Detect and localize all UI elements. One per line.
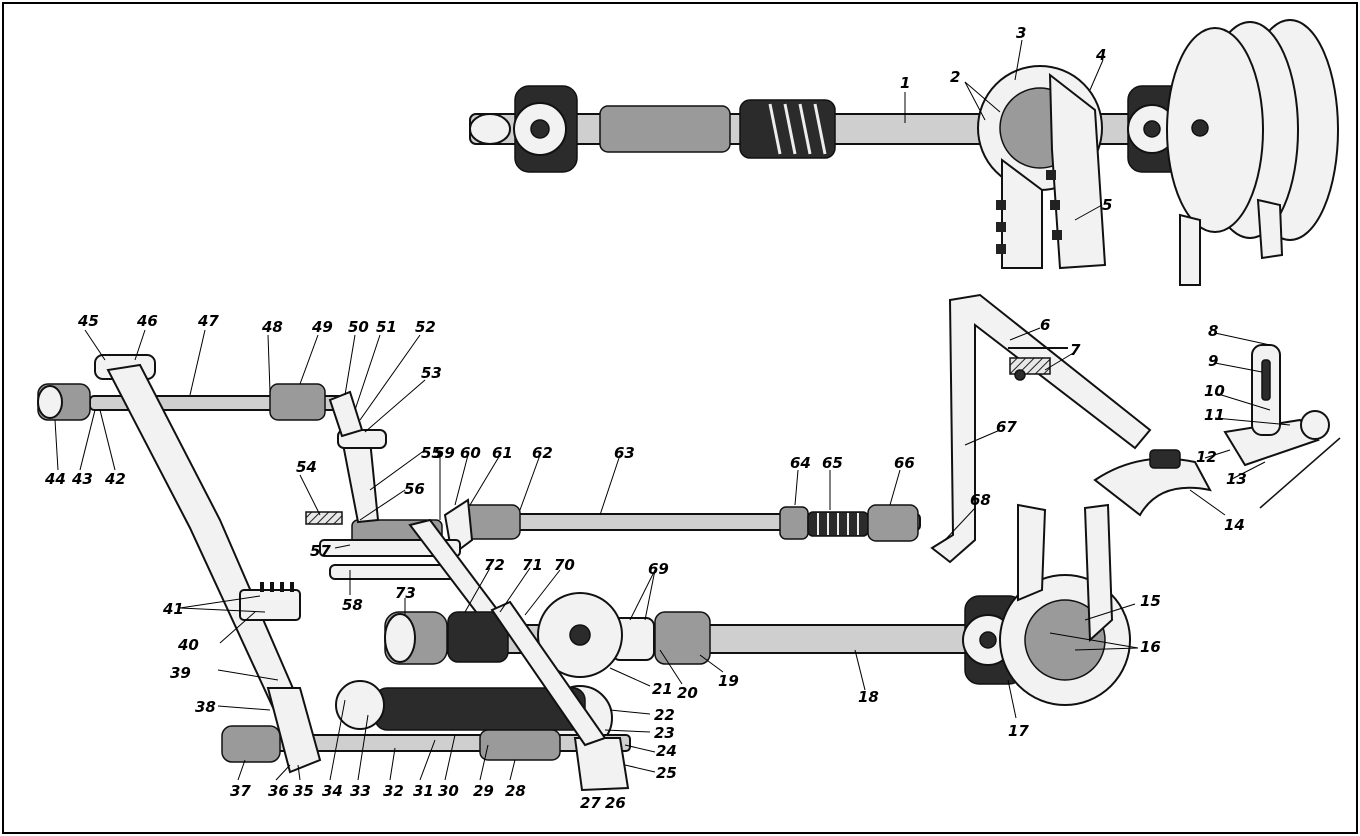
part-label: 70: [554, 556, 575, 574]
part-label: 31: [413, 782, 434, 800]
part-label: 63: [614, 444, 635, 462]
part-label: 34: [322, 782, 343, 800]
part-label: 2: [950, 68, 960, 86]
part-label: 67: [996, 418, 1017, 436]
part-label: 10: [1204, 382, 1225, 400]
part-label: 25: [656, 764, 677, 782]
part-label: 64: [790, 454, 811, 472]
part-label: 48: [261, 318, 283, 336]
part-label: 4: [1095, 46, 1106, 64]
part-label: 18: [858, 688, 879, 706]
part-label: 33: [350, 782, 371, 800]
part-label: 44: [44, 470, 66, 488]
part-label: 38: [195, 698, 216, 716]
part-label: 57: [310, 542, 331, 560]
part-label: 39: [170, 664, 191, 682]
part-label: 65: [822, 454, 843, 472]
part-label: 28: [505, 782, 526, 800]
part-label: 40: [177, 636, 199, 654]
main-shaft-icon: [469, 65, 1231, 191]
part-label: 56: [404, 480, 425, 498]
gear-pair-icon: [221, 592, 631, 792]
part-label: 60: [460, 444, 481, 462]
part-label: 66: [894, 454, 915, 472]
part-label: 14: [1224, 516, 1245, 534]
feed-mechanism-icon: [930, 293, 1152, 564]
part-label: 13: [1226, 470, 1247, 488]
toothed-belt-icon: [996, 72, 1107, 270]
part-label: 50: [348, 318, 369, 336]
part-label: 36: [268, 782, 289, 800]
part-label: 43: [71, 470, 93, 488]
part-label: 7: [1070, 341, 1081, 359]
part-label: 21: [652, 680, 673, 698]
part-label: 35: [293, 782, 314, 800]
part-label: 72: [484, 556, 505, 574]
part-label: 5: [1102, 196, 1112, 214]
part-label: 8: [1208, 322, 1218, 340]
part-label: 62: [532, 444, 553, 462]
part-label: 55: [421, 444, 442, 462]
hook-shaft-icon: [384, 503, 1131, 706]
part-label: 19: [718, 672, 739, 690]
part-label: 69: [648, 560, 669, 578]
part-label: 9: [1208, 352, 1218, 370]
part-label: 61: [492, 444, 513, 462]
part-label: 68: [970, 491, 991, 509]
part-label: 15: [1140, 592, 1161, 610]
part-label: 16: [1140, 638, 1161, 656]
part-label: 6: [1040, 316, 1050, 334]
leader-lines: [54, 39, 1291, 781]
part-label: 1: [900, 74, 910, 92]
part-label: 17: [1008, 722, 1029, 740]
part-label: 37: [230, 782, 251, 800]
feed-dog-icon: [37, 354, 364, 714]
part-label: 26: [605, 794, 626, 812]
part-label: 46: [136, 312, 158, 330]
part-label: 42: [104, 470, 126, 488]
part-label: 24: [656, 742, 677, 760]
part-label: 32: [383, 782, 404, 800]
part-label: 51: [376, 318, 397, 336]
part-label: 58: [342, 596, 363, 614]
part-label: 52: [415, 318, 436, 336]
part-label: 45: [77, 312, 99, 330]
part-label: 11: [1204, 406, 1225, 424]
part-label: 20: [677, 684, 698, 702]
part-label: 47: [197, 312, 219, 330]
part-label: 29: [473, 782, 494, 800]
presser-foot-icon: [1093, 344, 1341, 517]
part-label: 41: [162, 600, 184, 618]
part-label: 22: [654, 706, 675, 724]
part-label: 49: [311, 318, 333, 336]
part-label: 53: [421, 364, 442, 382]
part-label: 23: [654, 724, 675, 742]
part-label: 30: [438, 782, 459, 800]
part-label: 54: [296, 458, 317, 476]
part-label: 59: [434, 444, 455, 462]
part-label: 73: [395, 584, 416, 602]
pulley-icon: [1166, 19, 1339, 286]
part-label: 3: [1016, 24, 1026, 42]
part-label: 12: [1196, 448, 1217, 466]
part-label: 27: [580, 794, 601, 812]
part-label: 71: [522, 556, 543, 574]
